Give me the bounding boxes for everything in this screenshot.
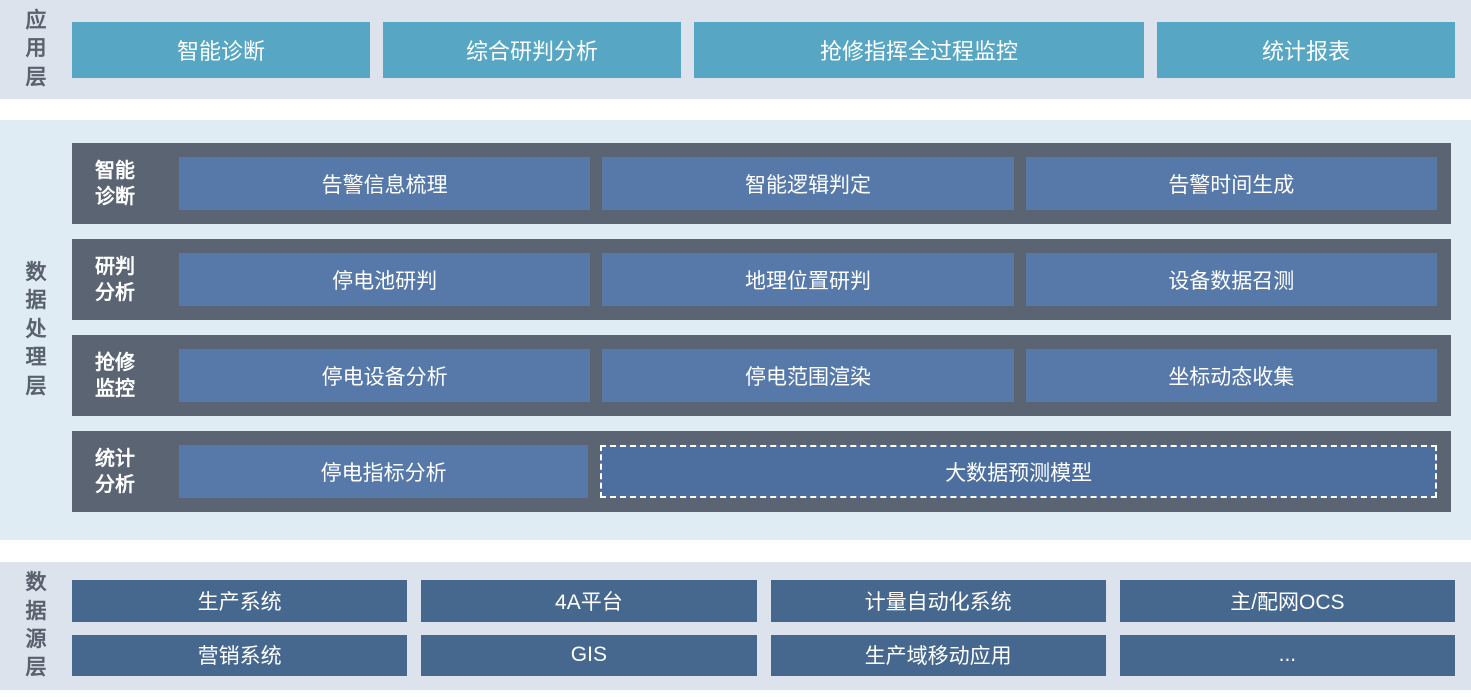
processing-row-intelligent-diagnosis: 智能 诊断 告警信息梳理 智能逻辑判定 告警时间生成 — [72, 143, 1451, 224]
app-item-intelligent-diagnosis: 智能诊断 — [72, 21, 370, 78]
source-box-ellipsis: ... — [1119, 634, 1455, 676]
row-label: 抢修 监控 — [95, 351, 135, 400]
row-items: 停电指标分析 大数据预测模型 — [179, 445, 1437, 498]
application-layer-label: 应用层 — [25, 8, 47, 89]
application-layer: 应用层 智能诊断 综合研判分析 抢修指挥全过程监控 统计报表 — [0, 0, 1471, 99]
app-item-repair-command-monitoring: 抢修指挥全过程监控 — [694, 21, 1144, 78]
app-item-statistical-reports: 统计报表 — [1156, 21, 1455, 78]
data-source-content: 生产系统 4A平台 计量自动化系统 主/配网OCS 营销系统 GIS 生产域移动… — [72, 562, 1471, 690]
processing-row-judgment-analysis: 研判 分析 停电池研判 地理位置研判 设备数据召测 — [72, 239, 1451, 320]
row-items: 告警信息梳理 智能逻辑判定 告警时间生成 — [179, 157, 1437, 210]
source-box-production-mobile-app: 生产域移动应用 — [770, 634, 1106, 676]
data-source-layer: 数据源层 生产系统 4A平台 计量自动化系统 主/配网OCS 营销系统 GIS … — [0, 562, 1471, 690]
processing-box-bigdata-prediction-model: 大数据预测模型 — [600, 445, 1437, 498]
processing-box-device-data-polling: 设备数据召测 — [1025, 253, 1437, 306]
processing-row-repair-monitoring: 抢修 监控 停电设备分析 停电范围渲染 坐标动态收集 — [72, 335, 1451, 416]
data-source-layer-side: 数据源层 — [0, 562, 72, 690]
application-layer-side: 应用层 — [0, 0, 72, 99]
processing-box-alarm-info-sorting: 告警信息梳理 — [179, 157, 591, 210]
processing-box-intelligent-logic-judgment: 智能逻辑判定 — [602, 157, 1014, 210]
row-label: 研判 分析 — [95, 255, 135, 304]
processing-box-outage-judgment: 停电池研判 — [179, 253, 591, 306]
app-item-comprehensive-analysis: 综合研判分析 — [383, 21, 681, 78]
source-box-main-distribution-ocs: 主/配网OCS — [1119, 580, 1455, 622]
processing-box-outage-device-analysis: 停电设备分析 — [179, 349, 591, 402]
application-layer-content: 智能诊断 综合研判分析 抢修指挥全过程监控 统计报表 — [72, 0, 1471, 99]
source-row: 生产系统 4A平台 计量自动化系统 主/配网OCS — [72, 580, 1455, 622]
source-box-metering-automation-system: 计量自动化系统 — [770, 580, 1106, 622]
processing-box-geolocation-judgment: 地理位置研判 — [602, 253, 1014, 306]
row-items: 停电设备分析 停电范围渲染 坐标动态收集 — [179, 349, 1437, 402]
processing-row-statistical-analysis: 统计 分析 停电指标分析 大数据预测模型 — [72, 431, 1451, 512]
processing-box-outage-range-rendering: 停电范围渲染 — [602, 349, 1014, 402]
row-label: 智能 诊断 — [95, 159, 135, 208]
processing-box-coordinate-collection: 坐标动态收集 — [1025, 349, 1437, 402]
data-source-layer-label: 数据源层 — [25, 571, 47, 680]
source-box-gis: GIS — [421, 634, 757, 676]
processing-box-alarm-time-generation: 告警时间生成 — [1025, 157, 1437, 210]
data-processing-layer-label: 数据处理层 — [25, 261, 47, 398]
row-label: 统计 分析 — [95, 447, 135, 496]
source-box-production-system: 生产系统 — [72, 580, 408, 622]
data-processing-layer: 数据处理层 智能 诊断 告警信息梳理 智能逻辑判定 告警时间生成 研判 分析 停… — [0, 120, 1471, 540]
data-processing-layer-side: 数据处理层 — [0, 120, 72, 540]
source-box-marketing-system: 营销系统 — [72, 634, 408, 676]
row-items: 停电池研判 地理位置研判 设备数据召测 — [179, 253, 1437, 306]
processing-box-outage-indicator-analysis: 停电指标分析 — [179, 445, 589, 498]
source-box-4a-platform: 4A平台 — [421, 580, 757, 622]
source-row: 营销系统 GIS 生产域移动应用 ... — [72, 634, 1455, 676]
data-processing-rows: 智能 诊断 告警信息梳理 智能逻辑判定 告警时间生成 研判 分析 停电池研判 地… — [72, 120, 1471, 540]
